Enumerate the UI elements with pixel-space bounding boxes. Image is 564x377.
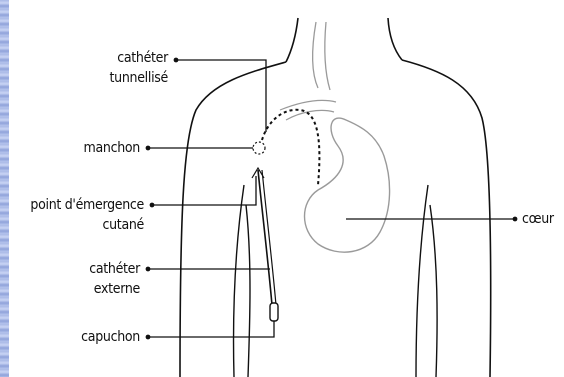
trachea-outline-2 xyxy=(325,22,330,90)
label-point-emergence: point d'émergence cutané xyxy=(8,195,144,235)
label-catheter-externe-line2: externe xyxy=(40,279,140,299)
label-catheter-tunnellise: cathéter tunnellisé xyxy=(60,48,168,88)
leader-line-point-emergence xyxy=(152,176,256,205)
right-arm-inner-outline-2 xyxy=(430,205,437,377)
label-point-emergence-line2: cutané xyxy=(8,215,144,235)
trachea-outline xyxy=(313,22,319,88)
label-catheter-externe-line1: cathéter xyxy=(40,259,140,279)
tunneled-catheter-dashed xyxy=(262,110,319,185)
leader-line-catheter-tunnellise xyxy=(176,60,266,132)
cap xyxy=(270,303,278,321)
vessel-outline xyxy=(280,100,336,110)
external-catheter xyxy=(258,170,272,305)
vessel-outline-2 xyxy=(286,110,334,120)
left-arm-inner-outline-2 xyxy=(246,205,250,377)
label-point-emergence-line1: point d'émergence xyxy=(8,195,144,215)
label-coeur: cœur xyxy=(522,209,562,229)
neck-right-outline xyxy=(388,18,402,60)
external-catheter-2 xyxy=(262,170,276,305)
neck-left-outline xyxy=(286,18,298,62)
right-arm-inner-outline xyxy=(416,185,428,377)
label-catheter-tunnellise-line1: cathéter xyxy=(60,48,168,68)
label-catheter-tunnellise-line2: tunnellisé xyxy=(60,68,168,88)
label-catheter-externe: cathéter externe xyxy=(40,259,140,299)
heart-outline xyxy=(305,118,390,252)
label-capuchon: capuchon xyxy=(40,327,140,347)
cuff xyxy=(253,142,265,154)
label-manchon: manchon xyxy=(40,138,140,158)
leader-line-capuchon xyxy=(148,321,274,337)
left-arm-inner-outline xyxy=(233,185,244,377)
